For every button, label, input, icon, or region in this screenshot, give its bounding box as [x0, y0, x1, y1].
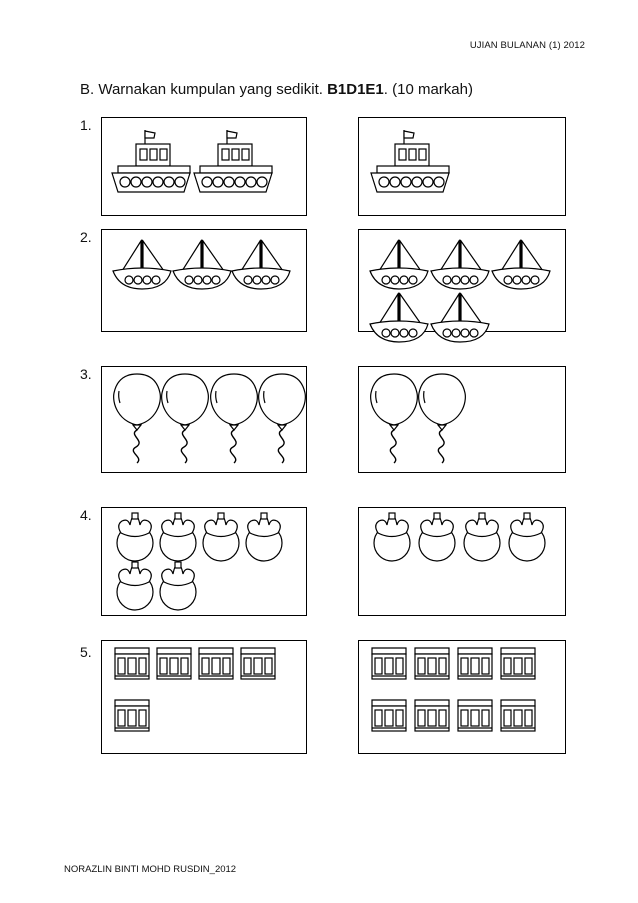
balloon-icon	[258, 373, 306, 464]
sailboat-icon	[172, 238, 232, 290]
q1-left-group	[111, 130, 273, 193]
question-number-5: 5.	[80, 644, 92, 660]
q3-left-group	[113, 373, 306, 464]
shophouse-icon	[371, 699, 407, 732]
q2-left-group-box[interactable]	[101, 229, 307, 332]
shophouse-icon	[414, 699, 450, 732]
shophouse-icon	[457, 699, 493, 732]
shophouse-icon	[500, 647, 536, 680]
sailboat-icon	[369, 238, 429, 290]
mangosteen-icon	[508, 512, 546, 562]
shophouse-icon	[240, 647, 276, 680]
question-number-1: 1.	[80, 117, 92, 133]
q5-left-group	[114, 647, 276, 732]
q1-left-group-box[interactable]	[101, 117, 307, 216]
mangosteen-icon	[116, 561, 154, 611]
mangosteen-icon	[202, 512, 240, 562]
mangosteen-icon	[373, 512, 411, 562]
q2-right-group-box[interactable]	[358, 229, 566, 343]
balloon-icon	[370, 373, 418, 464]
balloon-icon	[113, 373, 161, 464]
mangosteen-icon	[245, 512, 283, 562]
q5-left-group-box[interactable]	[101, 640, 307, 754]
question-number-4: 4.	[80, 507, 92, 523]
ship-icon	[370, 130, 450, 193]
q1-right-group	[370, 130, 450, 193]
q4-left-group	[116, 512, 283, 611]
question-number-2: 2.	[80, 229, 92, 245]
sailboat-icon	[491, 238, 551, 290]
balloon-icon	[418, 373, 466, 464]
sailboat-icon	[231, 238, 291, 290]
sailboat-icon	[430, 291, 490, 343]
q5-right-group	[371, 647, 536, 732]
mangosteen-icon	[418, 512, 456, 562]
sailboat-icon	[430, 238, 490, 290]
instruction-text: B. Warnakan kumpulan yang sedikit.	[80, 81, 328, 98]
ship-icon	[111, 130, 191, 193]
mangosteen-icon	[116, 512, 154, 562]
shophouse-icon	[414, 647, 450, 680]
q5-right-group-box[interactable]	[358, 640, 566, 754]
instruction-code: B1D1E1	[327, 81, 384, 98]
shophouse-icon	[371, 647, 407, 680]
q2-right-group	[369, 238, 551, 343]
mangosteen-icon	[159, 561, 197, 611]
q4-right-group	[373, 512, 546, 562]
shophouse-icon	[198, 647, 234, 680]
footer-author: NORAZLIN BINTI MOHD RUSDIN_2012	[64, 864, 237, 875]
sailboat-icon	[112, 238, 172, 290]
ship-icon	[193, 130, 273, 193]
shophouse-icon	[156, 647, 192, 680]
balloon-icon	[161, 373, 209, 464]
q3-right-group	[370, 373, 466, 464]
mangosteen-icon	[463, 512, 501, 562]
q3-right-group-box[interactable]	[358, 366, 566, 473]
q4-left-group-box[interactable]	[101, 507, 307, 616]
shophouse-icon	[114, 647, 150, 680]
q1-right-group-box[interactable]	[358, 117, 566, 216]
instruction-marks: . (10 markah)	[383, 81, 473, 98]
shophouse-icon	[457, 647, 493, 680]
mangosteen-icon	[159, 512, 197, 562]
q3-left-group-box[interactable]	[101, 366, 307, 473]
shophouse-icon	[500, 699, 536, 732]
q4-right-group-box[interactable]	[358, 507, 566, 616]
sailboat-icon	[369, 291, 429, 343]
q2-left-group	[112, 238, 291, 290]
instruction: B. Warnakan kumpulan yang sedikit. B1D1E…	[80, 81, 473, 98]
question-number-3: 3.	[80, 366, 92, 382]
header-title: UJIAN BULANAN (1) 2012	[469, 40, 585, 51]
balloon-icon	[210, 373, 258, 464]
shophouse-icon	[114, 699, 150, 732]
